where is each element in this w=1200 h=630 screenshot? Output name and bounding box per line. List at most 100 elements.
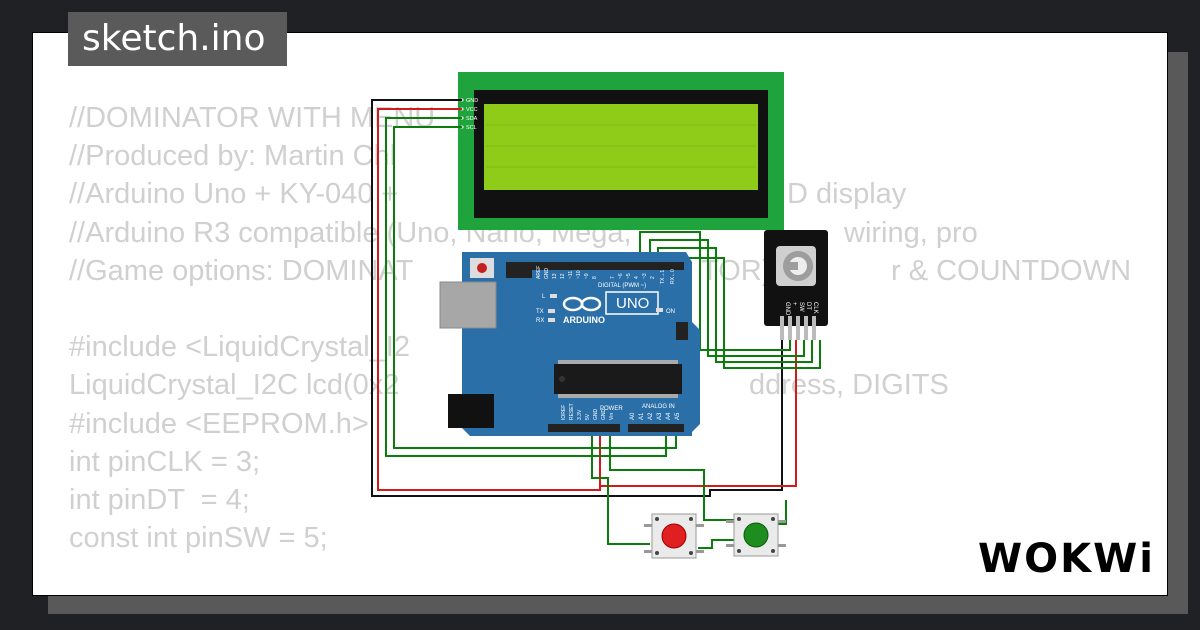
chip-pins	[558, 360, 678, 398]
lcd-pin-scl: SCL	[466, 125, 477, 131]
svg-text:SW: SW	[798, 302, 804, 312]
encoder-pin-labels: GND + SW DT CLK	[784, 302, 818, 316]
wires	[371, 99, 821, 549]
pushbutton-red[interactable]	[644, 513, 704, 559]
lcd-screen	[484, 104, 758, 190]
svg-text:12: 12	[560, 273, 566, 279]
analog-header	[628, 424, 684, 432]
svg-text:~6: ~6	[618, 273, 624, 279]
led-l-label: L	[542, 294, 546, 300]
power-pin-labels: IOREF RESET 3.3V 5V GND GND Vin	[561, 403, 615, 420]
wire-vcc	[377, 108, 601, 491]
code-fragment: r & COUNTDOWN	[891, 254, 1132, 287]
button-cap-green[interactable]	[743, 522, 769, 548]
code-fragment: D display	[787, 178, 907, 211]
lcd-pin-vcc: VCC	[466, 107, 478, 113]
svg-text:3.3V: 3.3V	[577, 409, 583, 420]
uno-badge	[605, 291, 659, 315]
code-line: //DOMINATOR WITH MENU	[69, 102, 436, 134]
wire-button-red	[591, 432, 650, 545]
led-rx	[548, 318, 555, 322]
code-fragment: wiring, pro	[844, 216, 978, 249]
svg-text:~11: ~11	[568, 271, 574, 279]
encoder-shaft-flat	[786, 262, 798, 270]
wire-button-green	[609, 432, 734, 521]
svg-text:AREF: AREF	[536, 266, 542, 279]
rotary-encoder[interactable]: GND + SW DT CLK	[764, 230, 828, 340]
led-rx-label: RX	[536, 318, 544, 324]
svg-text:RX←0: RX←0	[670, 269, 676, 284]
wire-enc-clk	[657, 247, 813, 363]
svg-text:7: 7	[610, 276, 616, 279]
svg-text:~5: ~5	[626, 273, 632, 279]
led-l	[550, 294, 557, 298]
led-on-label: ON	[666, 309, 675, 315]
button-cap-red[interactable]	[661, 523, 687, 549]
svg-text:GND: GND	[593, 409, 599, 421]
svg-text:A2: A2	[648, 412, 654, 420]
lcd-char-grid	[486, 124, 756, 168]
svg-text:5V: 5V	[585, 413, 591, 420]
wire-gnd	[371, 99, 783, 497]
svg-text:A1: A1	[639, 412, 645, 420]
wire-enc-dt	[649, 239, 805, 357]
wire-button-link	[698, 539, 736, 549]
svg-text:TX→1: TX→1	[660, 270, 666, 284]
lcd-pin-gnd: GND	[466, 98, 478, 104]
svg-text:2: 2	[650, 276, 656, 279]
digital-header	[508, 262, 684, 270]
file-title: sketch.ino	[68, 12, 288, 66]
code-line: //Arduino R3 compatible (Uno, Nano, Mega…	[69, 214, 978, 252]
code-line: #include <EEPROM.h>	[69, 407, 369, 440]
led-tx-label: TX	[536, 309, 544, 315]
uno-label: UNO	[616, 295, 649, 312]
icsp-header	[506, 262, 532, 278]
svg-text:A4: A4	[666, 412, 672, 420]
digital-label: DIGITAL (PWM ~)	[598, 283, 646, 289]
wire-button-green-out	[778, 500, 787, 525]
digital-pin-labels: AREF GND 13 12 ~11 ~10 ~9 8 7 ~6 ~5 4 ~3…	[536, 266, 676, 284]
lcd-pin-sda: SDA	[466, 116, 478, 122]
code-line: int pinCLK = 3;	[69, 445, 261, 478]
code-fragment: TOR)	[701, 254, 772, 287]
code-line: //Produced by: Martin Chl	[69, 140, 397, 173]
arduino-brand: ARDUINO	[563, 315, 605, 325]
svg-text:~9: ~9	[584, 273, 590, 279]
svg-text:~10: ~10	[576, 270, 582, 279]
led-on	[656, 308, 663, 312]
arduino-logo: ARDUINO	[562, 296, 605, 325]
svg-text:4: 4	[634, 276, 640, 279]
code-line: const int pinSW = 5;	[69, 522, 328, 555]
power-jack	[448, 394, 494, 428]
svg-text:GND: GND	[544, 268, 550, 280]
analog-label: ANALOG IN	[642, 404, 675, 410]
chip-notch	[559, 376, 565, 382]
icsp2-header	[676, 322, 688, 340]
svg-text:DT: DT	[805, 302, 811, 310]
svg-text:A0: A0	[630, 412, 636, 420]
usb-port	[439, 281, 497, 329]
code-line: //Arduino Uno + KY-040 + D display	[69, 175, 906, 213]
reset-button-cap	[477, 263, 487, 273]
pushbutton-green[interactable]	[726, 513, 786, 557]
analog-pin-labels: A0 A1 A2 A3 A4 A5	[630, 412, 681, 420]
led-tx	[548, 309, 555, 313]
svg-text:~3: ~3	[642, 273, 648, 279]
arduino-uno[interactable]: AREF GND 13 12 ~11 ~10 ~9 8 7 ~6 ~5 4 ~3…	[439, 252, 700, 436]
power-header	[548, 424, 620, 432]
svg-text:13: 13	[552, 273, 558, 279]
encoder-pin-header	[780, 316, 816, 340]
wire-enc-sw	[639, 231, 791, 351]
wire-scl	[393, 126, 677, 449]
svg-text:A5: A5	[675, 412, 681, 420]
svg-text:RESET: RESET	[569, 403, 575, 420]
wokwi-logo-text: WOKWi	[978, 536, 1152, 582]
wire-vcc-encoder	[600, 340, 797, 487]
svg-text:IOREF: IOREF	[561, 405, 567, 420]
svg-text:GND: GND	[784, 302, 790, 316]
lcd-display[interactable]: GND VCC SDA SCL	[458, 72, 784, 230]
atmega-chip	[554, 364, 682, 394]
